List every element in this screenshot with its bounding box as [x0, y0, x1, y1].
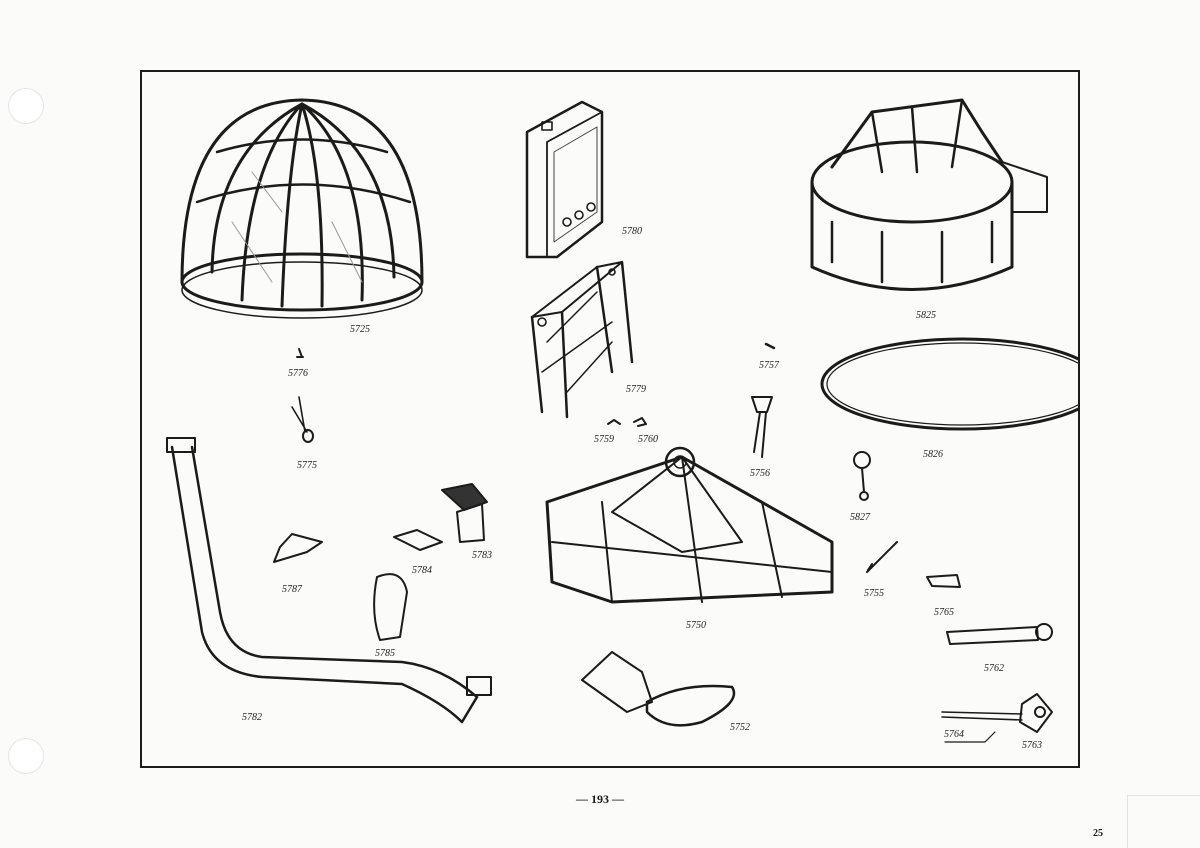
label-5776: 5776	[288, 368, 308, 379]
label-5762: 5762	[984, 663, 1004, 674]
canopy-dome-5725	[180, 98, 424, 319]
cushion-5785	[373, 573, 408, 641]
label-5783: 5783	[472, 550, 492, 561]
label-5780: 5780	[622, 226, 642, 237]
label-5763: 5763	[1022, 740, 1042, 751]
clip-5759	[607, 419, 621, 425]
bracket-5787	[273, 533, 323, 563]
page-number: — 193 —	[576, 792, 624, 806]
pulley-5827	[853, 451, 871, 501]
handle-5756	[751, 396, 773, 458]
corner-number: 25	[1093, 828, 1103, 839]
seat-5752	[581, 651, 736, 727]
instrument-box-5780	[525, 100, 604, 259]
rod-5764	[941, 711, 1023, 721]
support-frame-5779	[530, 260, 634, 419]
label-5775: 5775	[297, 460, 317, 471]
label-5752: 5752	[730, 722, 750, 733]
label-5760: 5760	[638, 434, 658, 445]
bracket-5784	[393, 529, 443, 551]
label-5759: 5759	[594, 434, 614, 445]
label-5784: 5784	[412, 565, 432, 576]
parts-drawing	[166, 98, 1078, 743]
label-5750: 5750	[686, 620, 706, 631]
seat-back-5783	[441, 483, 488, 543]
label-5756: 5756	[750, 468, 770, 479]
label-5825: 5825	[916, 310, 936, 321]
linkage-5755	[866, 541, 898, 573]
label-5827: 5827	[850, 512, 870, 523]
label-5755: 5755	[864, 588, 884, 599]
label-5787: 5787	[282, 584, 302, 595]
small-bolt-5776	[296, 348, 304, 358]
lever-arm-5762	[946, 623, 1053, 645]
ring-5826	[820, 337, 1078, 431]
label-5757: 5757	[759, 360, 779, 371]
enclosed-canopy-5825	[810, 98, 1048, 291]
label-5782: 5782	[242, 712, 262, 723]
pin-5757	[764, 342, 776, 350]
fuselage-frame-5750	[545, 446, 834, 604]
lever-5775	[291, 396, 314, 443]
arm-5765	[926, 574, 961, 588]
corner-stamp-area	[1127, 795, 1200, 848]
parts-illustration-plate: 5725 5780 5825 5779 5776 5757 5775 5759 …	[140, 70, 1080, 768]
bracket-5763	[1019, 693, 1053, 733]
binder-hole-bottom	[8, 738, 44, 774]
label-5725: 5725	[350, 324, 370, 335]
label-5785: 5785	[375, 648, 395, 659]
label-5764: 5764	[944, 729, 964, 740]
label-5826: 5826	[923, 449, 943, 460]
curved-tube-5782	[166, 437, 492, 724]
clip-5760	[633, 417, 647, 427]
label-5779: 5779	[626, 384, 646, 395]
label-5765: 5765	[934, 607, 954, 618]
binder-hole-top	[8, 88, 44, 124]
